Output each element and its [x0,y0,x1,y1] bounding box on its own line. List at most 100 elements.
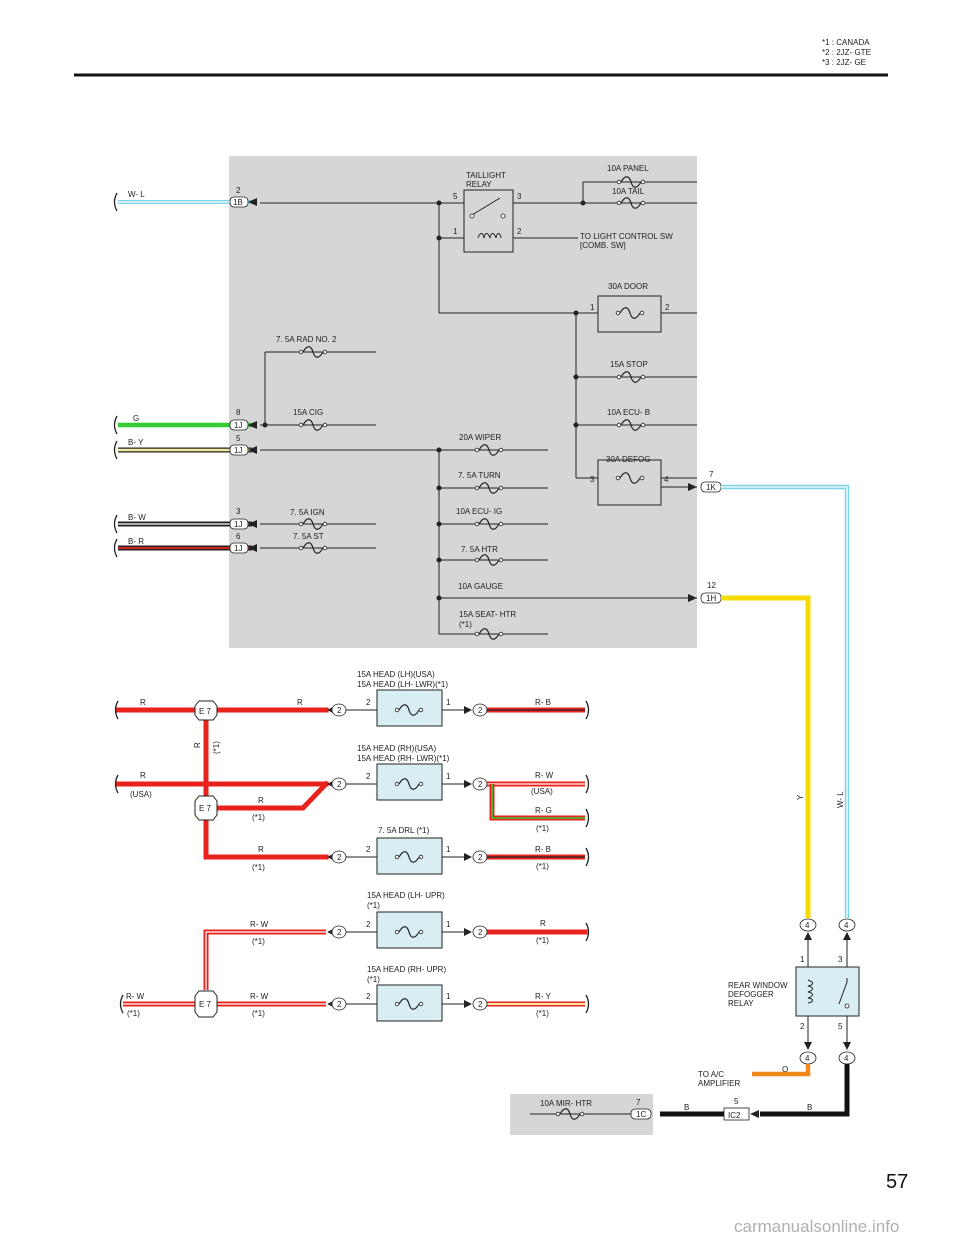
ac-amp-note-2: AMPLIFIER [698,1079,740,1088]
lbl-rw-2: R- W [250,992,269,1001]
light-sw-note-2: [COMB. SW] [580,241,626,250]
relay-pin-1: 1 [453,227,458,236]
wire-w-l-relay [721,484,850,918]
splice-dots [262,200,586,601]
pin-tags [327,703,488,1011]
lbl-rb-1: R- B [535,698,551,707]
fuse-seat-htr-label: 15A SEAT- HTR [459,610,516,619]
lbl-r-vertical: R [193,742,202,748]
junction-e7-lower [194,990,218,1018]
page-number: 57 [886,1171,908,1193]
lbl-rg: R- G [535,806,552,815]
relay-bottom-tag-r: 4 [844,1054,849,1063]
wire-label-y: Y [796,794,805,800]
connector-1k-pin: 7 [709,470,714,479]
relay-top-tag-l: 4 [805,921,810,930]
connector-1h-pin: 12 [707,581,716,590]
connector-1j-8-label: 1J [234,421,242,430]
connector-1k [661,481,722,493]
lbl-rw-left: R- W [126,992,145,1001]
connector-1c-pin: 7 [636,1098,641,1107]
fuse-head-rh-upr-note: (*1) [367,975,380,984]
relay-top-tag-r: 4 [844,921,849,930]
fuse-mir-htr-label: 10A MIR- HTR [540,1099,592,1108]
wire-label-b-w: B- W [128,513,146,522]
door-pin-1: 1 [590,303,595,312]
tag-2-h: 2 [478,928,483,937]
fuse-st-label: 7. 5A ST [293,532,324,541]
red-white-wires [123,781,585,1007]
lbl-rb-2: R- B [535,845,551,854]
red-wires [115,707,588,935]
taillight-relay-label-1: TAILLIGHT [466,171,506,180]
door-pin-2: 2 [665,303,670,312]
fuse-10a-panel-label: 10A PANEL [607,164,649,173]
junction-e7-middle [194,795,218,821]
lbl-c1-ry: (*1) [536,1009,549,1018]
pin-drl-2: 2 [366,845,371,854]
connector-1j-3 [229,518,257,530]
ac-amp-note-1: TO A/C [698,1070,724,1079]
taillight-relay-label-2: RELAY [466,180,492,189]
connector-1j-3-pin: 3 [236,507,241,516]
lbl-r-1: R [140,698,146,707]
wire-label-b-left: B [684,1103,689,1112]
lbl-r-right: R [540,919,546,928]
e7-lower-label: E 7 [199,1000,212,1009]
relay-pin-1-rw: 1 [800,955,805,964]
wire-b-right [760,1064,850,1117]
connector-1h-label: 1H [706,594,716,603]
wire-label-b-right: B [807,1103,812,1112]
legend-line-3: *3 : 2JZ- GE [822,58,866,67]
e7-middle-label: E 7 [199,804,212,813]
fuse-10a-tail-label: 10A TAIL [612,187,645,196]
fuse-head-rh-label-b: 15A HEAD (RH- LWR)(*1) [357,754,450,763]
relay-pin-5: 5 [453,192,458,201]
connector-1j-6-label: 1J [234,544,242,553]
red-black-wires [486,707,585,860]
wire-label-b-y: B- Y [128,438,144,447]
fuse-30a-defog-label: 30A DEFOG [606,455,650,464]
tag-2-f: 2 [478,853,483,862]
connector-1b-pin: 2 [236,186,241,195]
tag-2-g: 2 [337,928,342,937]
lbl-usa-left: (USA) [130,790,152,799]
lbl-r-5: R [258,845,264,854]
taillight-relay [463,189,514,253]
connector-1j-5-pin: 5 [236,434,241,443]
tag-2-b: 2 [478,706,483,715]
defog-pin-4: 4 [664,475,669,484]
connector-1b [229,196,257,208]
fuse-rad-no2-label: 7. 5A RAD NO. 2 [276,335,337,344]
lbl-usa-right: (USA) [531,787,553,796]
lbl-c1-rb2: (*1) [536,862,549,871]
defogger-relay-connectors-top [799,918,856,940]
connector-1c-label: 1C [636,1110,646,1119]
fuse-head-lh-label-b: 15A HEAD (LH- LWR)(*1) [357,680,448,689]
connector-1c [630,1108,652,1120]
tag-2-a: 2 [337,706,342,715]
fuse-gauge-label: 10A GAUGE [458,582,503,591]
fuse-20a-wiper-label: 20A WIPER [459,433,501,442]
connector-1j-6 [229,542,257,554]
red-green-wire [489,784,585,821]
legend-line-1: *1 : CANADA [822,38,870,47]
legend: *1 : CANADA *2 : 2JZ- GTE *3 : 2JZ- GE [822,38,871,67]
pin-rh-2: 2 [366,772,371,781]
fuse-15a-cig-label: 15A CIG [293,408,323,417]
light-sw-note-1: TO LIGHT CONTROL SW [580,232,673,241]
head-fuse-rows [346,689,464,1022]
pin-rh-1: 1 [446,772,451,781]
tag-2-d: 2 [478,780,483,789]
tag-2-c: 2 [337,780,342,789]
defogger-relay [795,940,860,1049]
lbl-c1-rw1: (*1) [252,937,265,946]
pin-lhu-2: 2 [366,920,371,929]
e7-upper-label: E 7 [199,707,212,716]
connector-1j-8-pin: 8 [236,408,241,417]
lbl-c1-r5: (*1) [252,863,265,872]
lbl-ry: R- Y [535,992,552,1001]
defogger-relay-label-1: REAR WINDOW [728,981,788,990]
lower-break-marks [114,700,590,1014]
